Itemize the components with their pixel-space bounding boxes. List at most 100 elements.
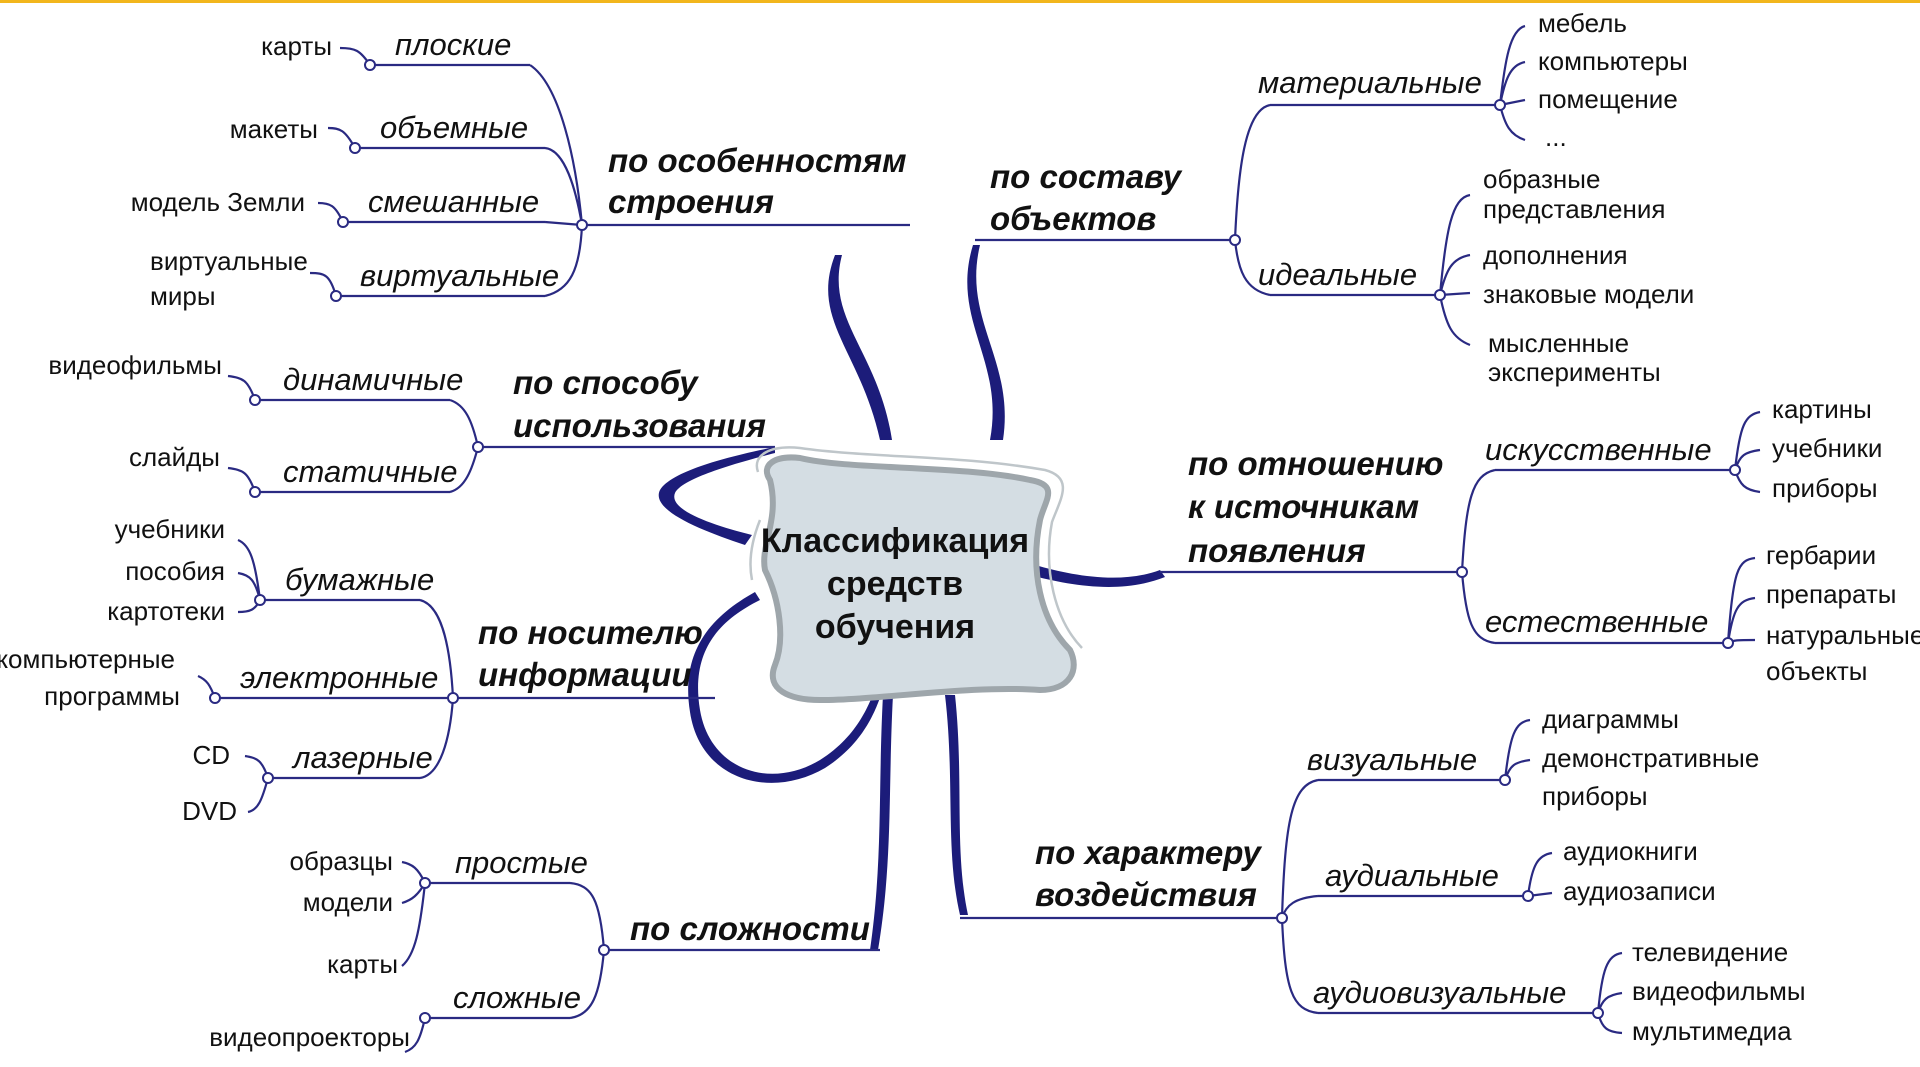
leaf-sign-models: знаковые модели — [1483, 279, 1694, 309]
leaf-premises: помещение — [1538, 84, 1678, 114]
ribbon-source — [1030, 565, 1165, 587]
line-source-subs — [1495, 468, 1735, 645]
leaf-computer-programs-2: программы — [44, 681, 180, 711]
center-title-line-3: обучения — [815, 608, 975, 646]
ribbon-complexity — [870, 695, 893, 950]
line-complexity-fork — [569, 881, 606, 1020]
center-title-line-2: средств — [827, 565, 963, 603]
sub-laser: лазерные — [291, 740, 433, 775]
branch-carrier-title-1: по носителю — [478, 614, 703, 651]
branch-impact-title-2: воздействия — [1035, 876, 1257, 913]
sub-audial: аудиальные — [1325, 858, 1499, 893]
leaf-demonstrative: демонстративные — [1542, 743, 1759, 773]
sub-paper: бумажные — [285, 562, 434, 597]
branch-carrier-title-2: информации — [478, 656, 692, 693]
leaf-textbooks-2: учебники — [1772, 433, 1882, 463]
leaf-slides: слайды — [129, 442, 220, 472]
line-usage-leaves — [227, 374, 257, 493]
leaf-videofilms: видеофильмы — [48, 350, 222, 380]
leaf-virtual-worlds-2: миры — [150, 281, 216, 311]
branch-structure-title-1: по особенностям — [608, 142, 907, 179]
leaf-computer-programs-1: компьютерные — [0, 644, 175, 674]
ribbon-usage — [658, 447, 775, 545]
leaf-audio-recordings: аудиозаписи — [1563, 876, 1716, 906]
branch-labels: по особенностям строения по способу испо… — [478, 142, 1443, 947]
leaf-furniture: мебель — [1538, 8, 1627, 38]
line-structure-fork — [529, 64, 584, 298]
leaf-videoprojectors: видеопроекторы — [209, 1022, 410, 1052]
line-composition-leaves — [1438, 24, 1526, 347]
line-structure-leaves — [309, 46, 371, 297]
leaf-preparations: препараты — [1766, 579, 1896, 609]
leaf-samples: образцы — [290, 846, 393, 876]
sub-simple: простые — [455, 845, 588, 880]
sub-volumetric: объемные — [380, 110, 528, 145]
central-node-shape — [761, 454, 1077, 704]
leaf-devices: приборы — [1772, 473, 1878, 503]
ribbon-composition — [967, 245, 1005, 440]
leaf-multimedia: мультимедиа — [1632, 1016, 1792, 1046]
leaf-thought-experiments-2: эксперименты — [1488, 357, 1661, 387]
leaf-natural-objects-2: объекты — [1766, 656, 1867, 686]
line-impact-leaves — [1503, 718, 1623, 1035]
leaf-earth-model: модель Земли — [131, 187, 305, 217]
sub-static: статичные — [283, 454, 457, 489]
leaf-manuals: пособия — [125, 556, 225, 586]
branch-composition-title-2: объектов — [990, 200, 1156, 237]
leaf-natural-objects-1: натуральные — [1766, 620, 1920, 650]
line-complexity-subs — [425, 881, 570, 1020]
leaf-maps: карты — [261, 31, 332, 61]
leaf-models: модели — [303, 887, 393, 917]
branch-usage-title-1: по способу — [513, 364, 699, 401]
connector-lines — [197, 24, 1761, 1054]
line-complexity-leaves — [401, 860, 427, 1054]
subcategory-labels: плоские объемные смешанные виртуальные д… — [240, 27, 1712, 1015]
branch-source-title-1: по отношению — [1188, 445, 1443, 482]
branch-source-title-3: появления — [1188, 532, 1366, 569]
leaf-images-1: образные — [1483, 164, 1600, 194]
leaf-images-2: представления — [1483, 194, 1665, 224]
line-structure-subs — [336, 63, 545, 298]
top-accent-line — [0, 0, 1920, 3]
sub-material: материальные — [1258, 65, 1482, 100]
line-impact-subs — [1318, 778, 1598, 1015]
line-carrier-leaves — [197, 538, 270, 814]
center-title-line-1: Классификация — [761, 522, 1029, 560]
leaf-thought-experiments-1: мысленные — [1488, 328, 1629, 358]
sub-ideal: идеальные — [1258, 257, 1417, 292]
line-carrier-subs — [215, 598, 420, 780]
branch-structure-title-2: строения — [608, 183, 774, 220]
branch-complexity-title: по сложности — [630, 910, 870, 947]
main-branch-ribbons — [658, 245, 1165, 950]
branch-usage-title-2: использования — [513, 407, 766, 444]
leaf-card-files: картотеки — [107, 596, 225, 626]
branch-impact-title-1: по характеру — [1035, 834, 1263, 871]
ribbon-impact — [945, 695, 968, 915]
leaf-dvd: DVD — [182, 796, 237, 826]
leaf-ellipsis: ... — [1545, 122, 1567, 152]
branch-composition-title-1: по составу — [990, 158, 1183, 195]
sub-virtual: виртуальные — [360, 258, 559, 293]
sub-complex: сложные — [453, 980, 581, 1015]
line-source-leaves — [1726, 410, 1761, 644]
leaf-textbooks: учебники — [115, 514, 225, 544]
line-composition-fork — [1233, 103, 1271, 297]
central-node-outline — [749, 446, 1083, 649]
sub-artificial: искусственные — [1485, 432, 1712, 467]
sub-visual: визуальные — [1307, 742, 1477, 777]
leaf-herbaria: гербарии — [1766, 540, 1876, 570]
line-source-fork — [1460, 468, 1496, 645]
ribbon-structure — [828, 255, 892, 440]
sub-audiovisual: аудиовизуальные — [1313, 975, 1566, 1010]
leaf-cd: CD — [192, 740, 230, 770]
line-composition-subs — [1270, 103, 1500, 297]
leaf-virtual-worlds-1: виртуальные — [150, 246, 308, 276]
leaf-devices-2: приборы — [1542, 781, 1648, 811]
sub-flat: плоские — [395, 27, 511, 62]
line-usage-subs — [255, 398, 450, 494]
branch-source-title-2: к источникам — [1188, 488, 1419, 525]
central-node: Классификация средств обучения — [749, 446, 1083, 704]
leaf-diagrams: диаграммы — [1542, 704, 1679, 734]
leaf-computers: компьютеры — [1538, 46, 1688, 76]
